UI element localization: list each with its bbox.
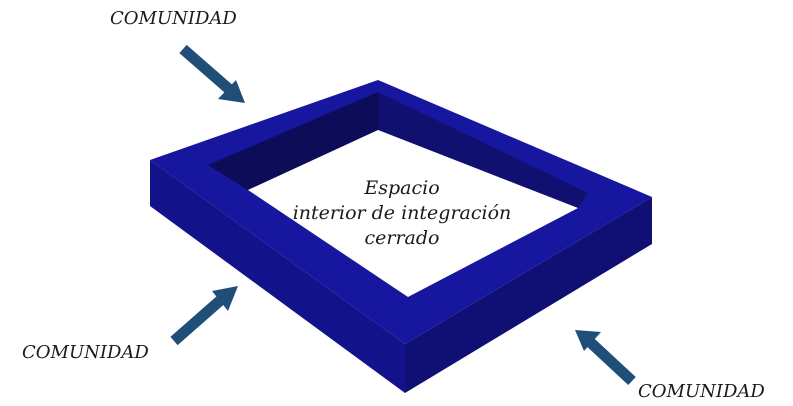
community-label-right: COMUNIDAD bbox=[638, 381, 765, 402]
frame-right-side bbox=[405, 197, 652, 393]
frame-left-side bbox=[150, 160, 405, 393]
interior-space bbox=[248, 130, 578, 297]
community-label-left: COMUNIDAD bbox=[22, 342, 149, 363]
arrow-left bbox=[170, 286, 238, 346]
interior-space-label: Espacio interior de integración cerrado bbox=[272, 176, 532, 251]
interior-label-line-3: cerrado bbox=[364, 227, 440, 249]
frame-inner-far-wall bbox=[208, 92, 378, 190]
arrow-right bbox=[575, 330, 636, 386]
frame-inner-right-wall bbox=[378, 92, 588, 208]
community-label-top: COMUNIDAD bbox=[110, 8, 237, 29]
interior-label-line-2: interior de integración bbox=[292, 202, 512, 224]
arrow-top bbox=[179, 44, 245, 103]
interior-label-line-1: Espacio bbox=[364, 177, 440, 199]
